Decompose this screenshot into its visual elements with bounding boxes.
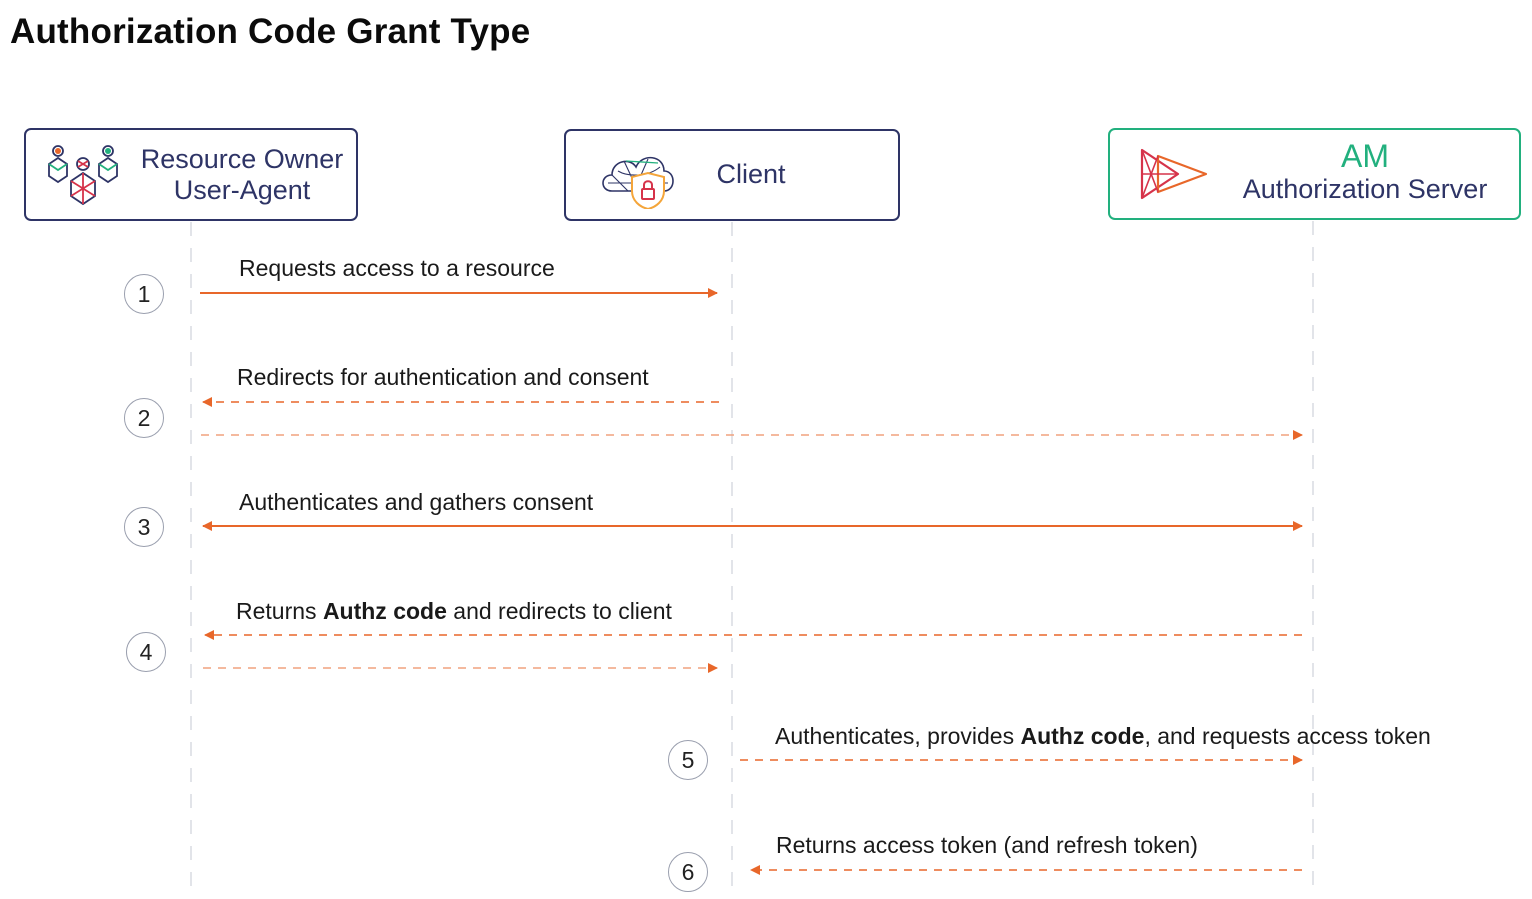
step-6-label: Returns access token (and refresh token) (776, 832, 1198, 858)
cloud-lock-icon (598, 147, 678, 214)
actor-client-label: Client (716, 159, 786, 189)
people-icon (44, 144, 118, 211)
step-number-5: 5 (668, 740, 708, 780)
step-number-6: 6 (668, 852, 708, 892)
actor-client: Client (564, 129, 900, 221)
step-4-label-pre: Returns (236, 598, 323, 624)
step-5-label-post: , and requests access token (1144, 723, 1431, 749)
step-4-label-post: and redirects to client (446, 598, 672, 624)
step-number-4: 4 (126, 632, 166, 672)
step-number-2: 2 (124, 398, 164, 438)
step-number-3: 3 (124, 507, 164, 547)
actor-resource-owner: Resource Owner User-Agent (24, 128, 358, 221)
step-5-label: Authenticates, provides Authz code, and … (775, 722, 1431, 750)
step-4-label: Returns Authz code and redirects to clie… (236, 597, 672, 625)
step-5-label-pre: Authenticates, provides (775, 723, 1021, 749)
actor-server-name: Authorization Server (1242, 174, 1488, 204)
actor-server-am: AM (1341, 138, 1389, 174)
step-5-label-bold: Authz code (1020, 723, 1145, 749)
step-2-label: Redirects for authentication and consent (237, 364, 649, 390)
step-1-label: Requests access to a resource (239, 255, 555, 281)
page-title: Authorization Code Grant Type (10, 12, 531, 51)
actor-owner-line2: User-Agent (173, 175, 311, 205)
step-3-label: Authenticates and gathers consent (239, 489, 594, 515)
actor-authorization-server: AM Authorization Server (1108, 128, 1521, 220)
step-4-label-bold: Authz code (322, 598, 447, 624)
step-number-1: 1 (124, 274, 164, 314)
actor-owner-line1: Resource Owner (140, 144, 344, 174)
am-logo-icon (1138, 146, 1210, 207)
